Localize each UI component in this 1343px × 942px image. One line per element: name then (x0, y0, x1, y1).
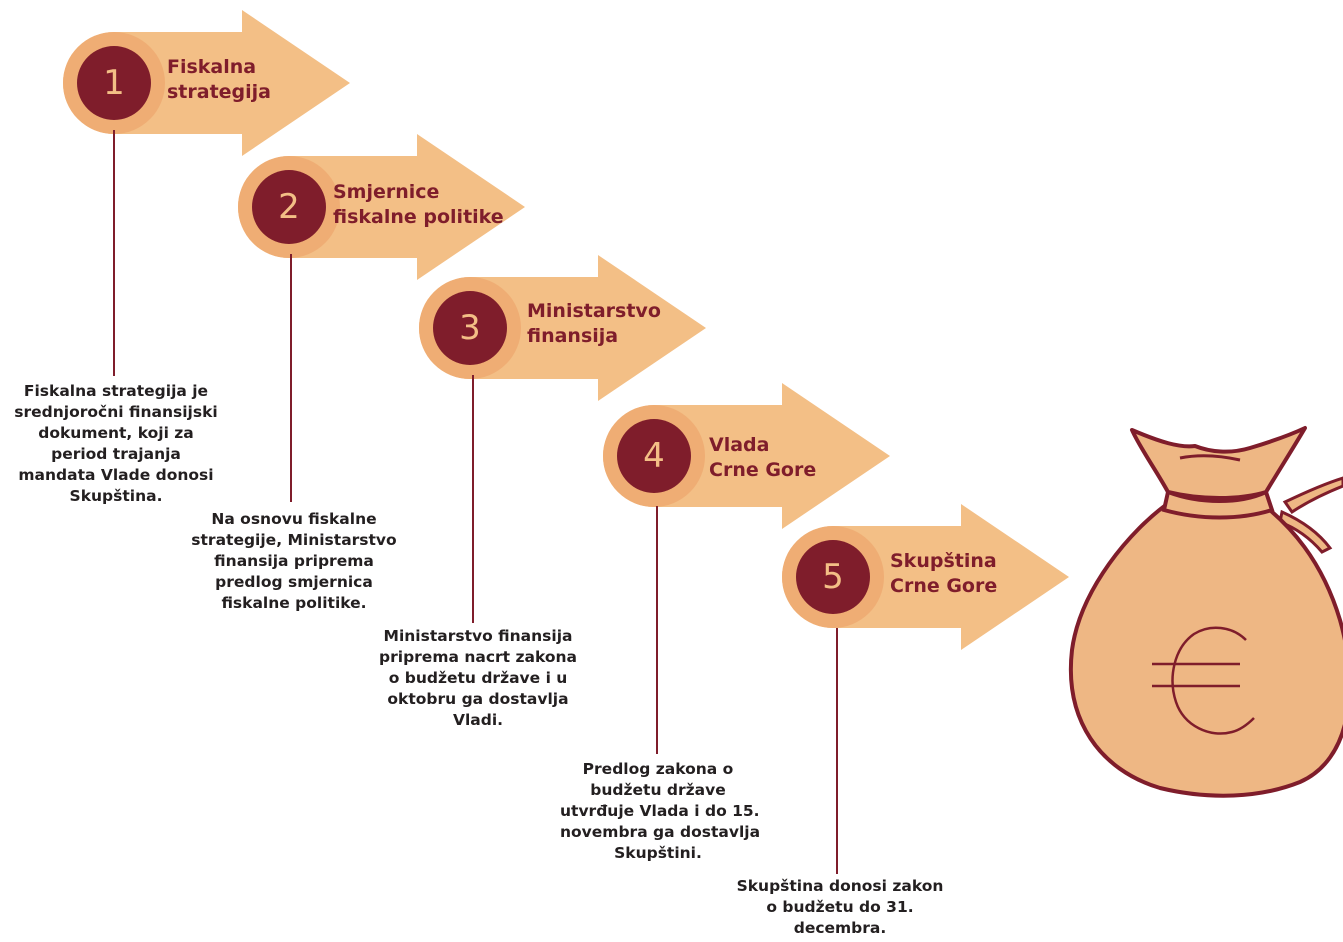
step-5-description: Skupština donosi zakon o budžetu do 31. … (736, 877, 944, 937)
step-number: 4 (617, 419, 691, 493)
step-1: 1 Fiskalna strategija (62, 10, 352, 156)
connector-line-4 (656, 506, 658, 754)
step-number: 1 (77, 46, 151, 120)
step-number: 5 (796, 540, 870, 614)
step-title: Skupština Crne Gore (890, 550, 998, 597)
step-2: 2 Smjernice fiskalne politike (237, 134, 527, 280)
step-title: Vlada Crne Gore (709, 434, 817, 481)
step-title: Smjernice fiskalne politike (333, 181, 504, 228)
step-number: 2 (252, 170, 326, 244)
step-1-description: Fiskalna strategija je srednjoročni fina… (14, 382, 218, 505)
step-3: 3 Ministarstvo finansija (418, 255, 708, 401)
money-bag-icon (1068, 426, 1343, 798)
connector-line-1 (113, 130, 115, 376)
step-title: Ministarstvo finansija (527, 300, 661, 347)
connector-line-2 (290, 254, 292, 502)
connector-line-5 (836, 628, 838, 874)
step-4: 4 Vlada Crne Gore (602, 383, 892, 529)
euro-icon (1152, 626, 1255, 735)
step-number: 3 (433, 291, 507, 365)
step-title: Fiskalna strategija (167, 56, 271, 103)
step-3-description: Ministarstvo finansija priprema nacrt za… (379, 627, 577, 729)
connector-line-3 (472, 375, 474, 623)
step-4-description: Predlog zakona o budžetu države utvrđuje… (560, 760, 761, 862)
step-2-description: Na osnovu fiskalne strategije, Ministars… (191, 510, 397, 612)
step-5: 5 Skupština Crne Gore (781, 504, 1071, 650)
